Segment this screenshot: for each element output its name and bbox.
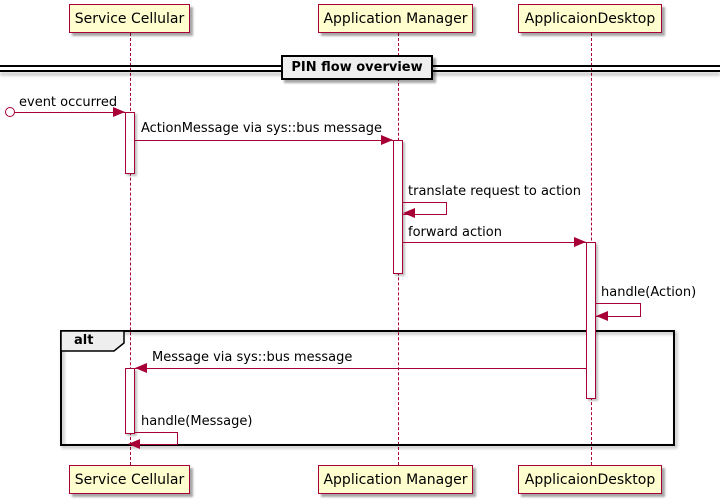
participant-application-manager-top: Application Manager (318, 4, 473, 33)
arrowhead-icon (574, 237, 586, 247)
arrowhead-icon (135, 363, 147, 373)
arrowhead-icon (381, 135, 393, 145)
self-loop-handle-message (135, 432, 178, 445)
participant-label: Service Cellular (74, 471, 185, 488)
activation-service-cellular-1 (125, 112, 135, 174)
message-label-actionmessage: ActionMessage via sys::bus message (141, 121, 383, 136)
activation-applicaiondesktop (586, 242, 596, 399)
message-label-forward-action: forward action (408, 225, 502, 240)
participant-label: Application Manager (323, 471, 468, 488)
self-loop-handle-action (596, 303, 641, 317)
participant-label: Service Cellular (74, 10, 185, 27)
participant-label: ApplicaionDesktop (524, 10, 656, 27)
arrowhead-icon (113, 107, 125, 117)
message-line-message-via-bus (135, 368, 586, 369)
participant-service-cellular-bottom: Service Cellular (69, 465, 190, 494)
alt-frame-tab (61, 331, 125, 352)
alt-frame-label: alt (74, 333, 94, 348)
activation-application-manager (393, 140, 403, 274)
arrowhead-icon (596, 311, 608, 321)
message-label-handle-message: handle(Message) (141, 414, 253, 429)
self-loop-translate (403, 202, 447, 215)
message-label-handle-action: handle(Action) (601, 285, 697, 300)
arrowhead-icon (128, 439, 140, 449)
divider-title-box: PIN flow overview (281, 55, 433, 80)
participant-label: ApplicaionDesktop (524, 471, 656, 488)
participant-label: Application Manager (323, 10, 468, 27)
message-line-actionmessage (135, 140, 393, 141)
activation-service-cellular-2 (125, 368, 135, 434)
participant-applicaiondesktop-top: ApplicaionDesktop (518, 4, 662, 33)
message-line-event-occurred (14, 112, 125, 113)
participant-application-manager-bottom: Application Manager (318, 465, 473, 494)
participant-applicaiondesktop-bottom: ApplicaionDesktop (518, 465, 662, 494)
divider-title: PIN flow overview (291, 60, 423, 75)
participant-service-cellular-top: Service Cellular (69, 4, 190, 33)
message-label-translate: translate request to action (408, 184, 581, 199)
arrowhead-icon (403, 208, 415, 218)
message-label-message-via-bus: Message via sys::bus message (152, 350, 353, 365)
message-label-event-occurred: event occurred (19, 95, 118, 110)
alt-frame (60, 330, 675, 446)
message-line-forward-action (403, 242, 586, 243)
lifeline-service-cellular (130, 33, 131, 465)
